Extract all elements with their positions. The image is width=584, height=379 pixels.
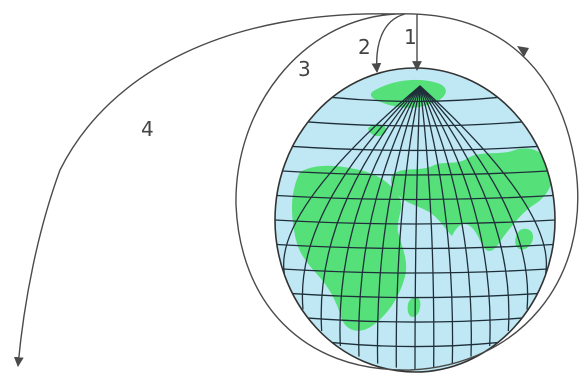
label-4: 4 <box>141 117 154 141</box>
earth-globe <box>275 68 555 372</box>
label-1: 1 <box>404 25 417 49</box>
label-3: 3 <box>298 57 311 81</box>
label-2: 2 <box>358 35 371 59</box>
trajectory-2 <box>377 14 405 72</box>
